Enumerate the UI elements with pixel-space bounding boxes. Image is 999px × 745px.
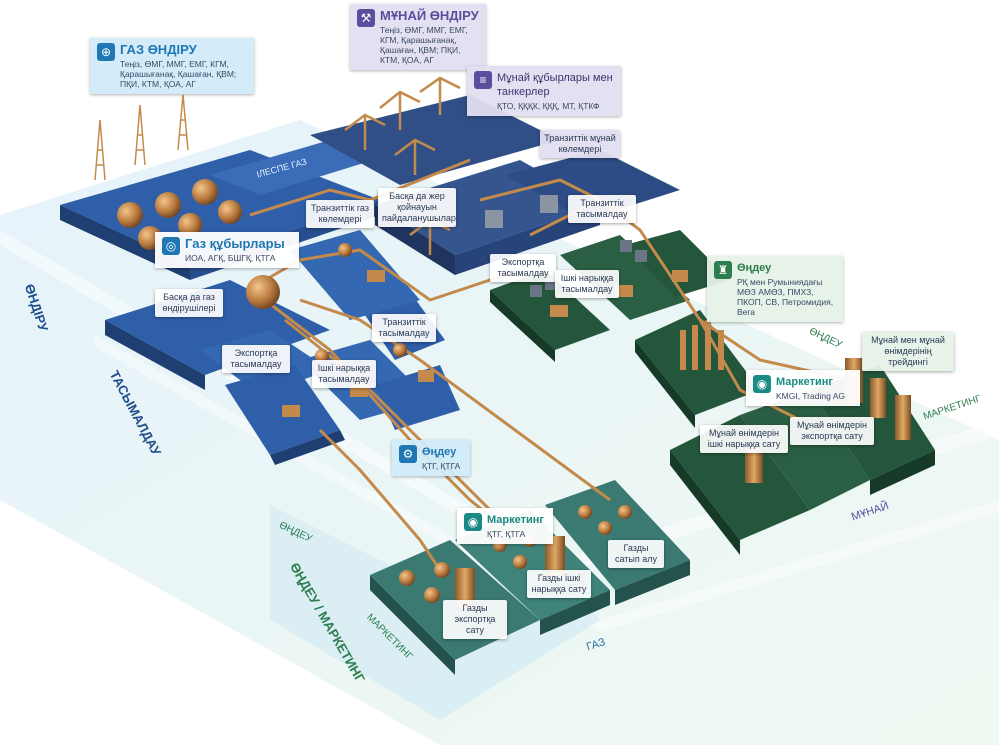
gas-processing-subtitle: ҚТГ, ҚТГА (422, 461, 461, 471)
other-gas-producers-label: Басқа да газ өндірушілері (155, 289, 223, 317)
gas-transit-transport-label: Транзиттік тасымалдау (372, 314, 436, 342)
oil-processing-subtitle: РҚ мен Румыниядағы МӨЗ АМӨЗ, ПМХЗ, ПКОП,… (737, 277, 834, 317)
gas-marketing-subtitle: ҚТГ, ҚТГА (487, 529, 526, 539)
marketing-icon: ◉ (753, 375, 771, 393)
gas-production-subtitle: Теңіз, ӨМГ, ММГ, ЕМГ, КГМ, Қарашығанақ, … (120, 59, 237, 89)
oil-transit-volumes-label: Транзиттік мұнай көлемдері (540, 130, 620, 158)
oil-products-domestic-sale-label: Мұнай өнімдерін ішкі нарыққа сату (700, 425, 788, 453)
oil-production-subtitle: Теңіз, ӨМГ, ММГ, ЕМГ, КГМ, Қарашығанақ, … (380, 25, 468, 65)
oil-pump-icon: ⚒ (357, 9, 375, 27)
gas-rigs (94, 94, 189, 181)
oil-domestic-transport-label: Ішкі нарыққа тасымалдау (555, 270, 619, 298)
gas-processing-icon: ⚙ (399, 445, 417, 463)
oil-transit-platform (505, 150, 680, 220)
oil-marketing-card: ◉ Маркетинг KMGI, Trading AG (746, 370, 860, 406)
gas-rig-icon: ⊕ (97, 43, 115, 61)
gas-production-title: ГАЗ ӨНДІРУ (120, 42, 197, 57)
gas-domestic-sale-label: Газды ішкі нарыққа сату (527, 570, 591, 598)
oil-production-card: ⚒ МҰНАЙ ӨНДІРУ Теңіз, ӨМГ, ММГ, ЕМГ, КГМ… (350, 4, 486, 70)
gas-pipelines-title: Газ құбырлары (185, 236, 285, 251)
gas-marketing-title: Маркетинг (487, 514, 544, 526)
gas-purchase-label: Газды сатып алу (608, 540, 664, 568)
gas-pipe-icon: ◎ (162, 237, 180, 255)
refinery (680, 320, 724, 370)
gas-export-sale-label: Газды экспортқа сату (443, 600, 507, 639)
storage-tanks (455, 195, 911, 608)
refinery-icon: ♜ (714, 261, 732, 279)
oil-pumps (344, 76, 461, 255)
gas-export-transport-label: Экспортқа тасымалдау (222, 345, 290, 373)
oil-production-title: МҰНАЙ ӨНДІРУ (380, 8, 479, 23)
oil-pipelines-title: Мұнай құбырлары мен танкерлер (497, 72, 613, 98)
gas-processing-title: Өңдеу (422, 446, 457, 458)
other-subsoil-users-label: Басқа да жер қойнауын пайдаланушылар (378, 188, 456, 227)
pipeline-icon: ≡ (474, 71, 492, 89)
oil-pipelines-card: ≡ Мұнай құбырлары мен танкерлер ҚТО, ҚҚҚ… (467, 66, 621, 116)
warehouse-boxes (282, 270, 688, 417)
gas-marketing-icon: ◉ (464, 513, 482, 531)
oil-processing-card: ♜ Өңдеу РҚ мен Румыниядағы МӨЗ АМӨЗ, ПМХ… (707, 256, 843, 322)
gas-processing-card: ⚙ Өңдеу ҚТГ, ҚТГА (392, 440, 470, 476)
gas-domestic-transport-label: Ішкі нарыққа тасымалдау (312, 360, 376, 388)
oil-marketing-title: Маркетинг (776, 376, 833, 388)
oil-marketing-subtitle: KMGI, Trading AG (776, 391, 845, 401)
gas-pipelines-card: ◎ Газ құбырлары ИОА, АГҚ, БШГҚ, ҚТГА (155, 232, 299, 268)
gas-production-card: ⊕ ГАЗ ӨНДІРУ Теңіз, ӨМГ, ММГ, ЕМГ, КГМ, … (90, 38, 254, 94)
gas-marketing-card: ◉ Маркетинг ҚТГ, ҚТГА (457, 508, 553, 544)
oil-export-transport-label: Экспортқа тасымалдау (490, 254, 556, 282)
oil-pipelines-subtitle: ҚТО, ҚҚҚК, ҚҚҚ, МТ, ҚТКФ (497, 101, 600, 111)
gas-pipelines-subtitle: ИОА, АГҚ, БШГҚ, ҚТГА (185, 253, 276, 263)
oil-processing-title: Өңдеу (737, 262, 772, 274)
gas-spheres (117, 179, 632, 603)
oil-transit-transport-label: Транзиттік тасымалдау (568, 195, 636, 223)
transit-gas-label: Транзиттік газ көлемдері (306, 200, 374, 228)
oil-products-trading-label: Мұнай мен мұнай өнімдерінің трейдингі (862, 332, 954, 371)
oil-products-export-sale-label: Мұнай өнімдерін экспортқа сату (790, 417, 874, 445)
associated-gas-strip (210, 140, 380, 195)
